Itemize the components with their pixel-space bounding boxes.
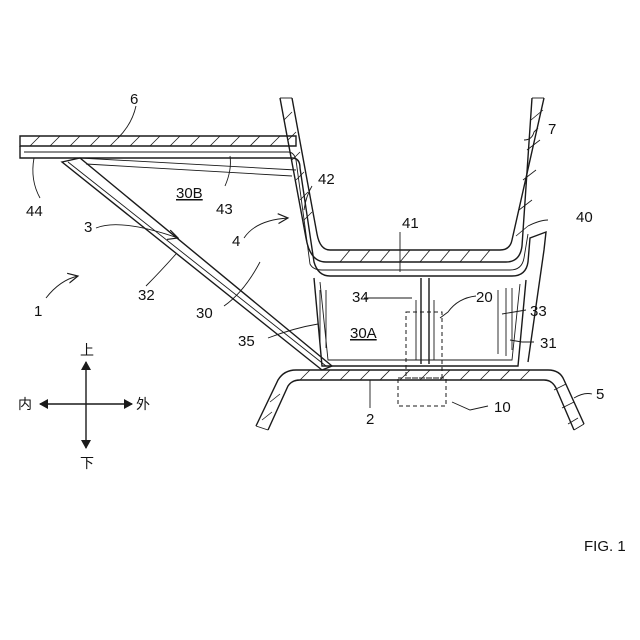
label-1: 1 <box>34 303 42 320</box>
label-32: 32 <box>138 287 155 304</box>
component-20 <box>406 312 442 378</box>
label-30B: 30B <box>176 185 203 202</box>
label-41: 41 <box>402 215 419 232</box>
label-43: 43 <box>216 201 233 218</box>
label-20: 20 <box>476 289 493 306</box>
label-40: 40 <box>576 209 593 226</box>
label-30: 30 <box>196 305 213 322</box>
label-30A: 30A <box>350 325 377 342</box>
label-42: 42 <box>318 171 335 188</box>
base-5 <box>256 370 584 430</box>
figure-label: FIG. 1 <box>584 538 626 555</box>
direction-indicator: 上 下 内 外 <box>18 343 150 472</box>
label-34: 34 <box>352 289 369 306</box>
plate-6 <box>20 136 296 146</box>
label-2: 2 <box>366 411 374 428</box>
label-5: 5 <box>596 386 604 403</box>
reference-numerals: 6 7 44 43 30B 42 3 4 41 40 1 32 30 34 20… <box>26 91 604 428</box>
direction-outer-label: 外 <box>136 397 150 413</box>
label-4: 4 <box>232 233 240 250</box>
label-44: 44 <box>26 203 43 220</box>
direction-inner-label: 内 <box>18 397 32 413</box>
label-31: 31 <box>540 335 557 352</box>
label-35: 35 <box>238 333 255 350</box>
label-3: 3 <box>84 219 92 236</box>
label-10: 10 <box>494 399 511 416</box>
box-30 <box>314 278 526 366</box>
label-6: 6 <box>130 91 138 108</box>
label-7: 7 <box>548 121 556 138</box>
direction-down-label: 下 <box>80 456 94 472</box>
direction-up-label: 上 <box>80 343 94 359</box>
label-33: 33 <box>530 303 547 320</box>
component-10 <box>398 378 446 406</box>
